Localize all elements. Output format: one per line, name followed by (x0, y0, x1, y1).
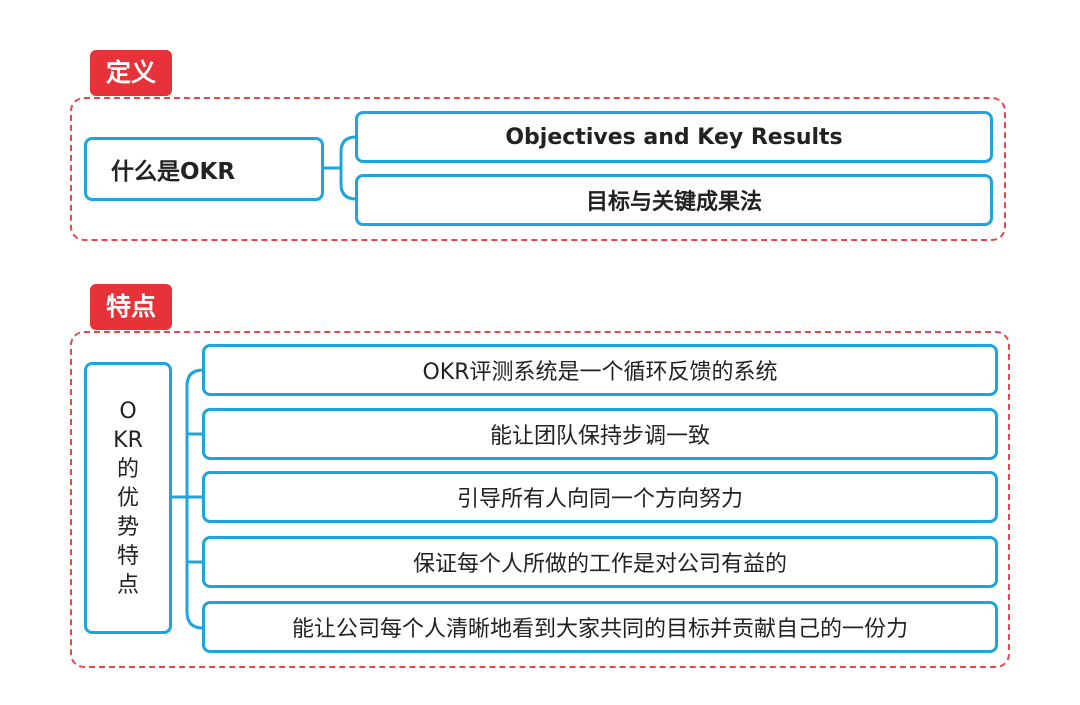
section-frame-features (70, 331, 1010, 668)
node-objectives-and-key-results: Objectives and Key Results (355, 111, 993, 163)
section-frame-definition (70, 97, 1006, 241)
section-tag-features: 特点 (90, 284, 172, 330)
feature-node-3: 引导所有人向同一个方向努力 (202, 471, 998, 523)
feature-node-5: 能让公司每个人清晰地看到大家共同的目标并贡献自己的一份力 (202, 601, 998, 653)
root-node-okr-advantages: O KR 的 优 势 特 点 (84, 362, 172, 634)
feature-node-1: OKR评测系统是一个循环反馈的系统 (202, 344, 998, 396)
feature-node-2: 能让团队保持步调一致 (202, 408, 998, 460)
root-char: 势 (116, 514, 139, 540)
root-char: O (119, 398, 137, 424)
root-char: 点 (116, 572, 139, 598)
root-char: KR (113, 427, 143, 453)
root-node-what-is-okr: 什么是OKR (84, 137, 324, 201)
node-objectives-chinese: 目标与关键成果法 (355, 174, 993, 226)
feature-node-4: 保证每个人所做的工作是对公司有益的 (202, 536, 998, 588)
root-char: 优 (116, 485, 139, 511)
root-char: 特 (116, 543, 139, 569)
section-tag-definition: 定义 (90, 50, 172, 96)
root-char: 的 (116, 456, 139, 482)
